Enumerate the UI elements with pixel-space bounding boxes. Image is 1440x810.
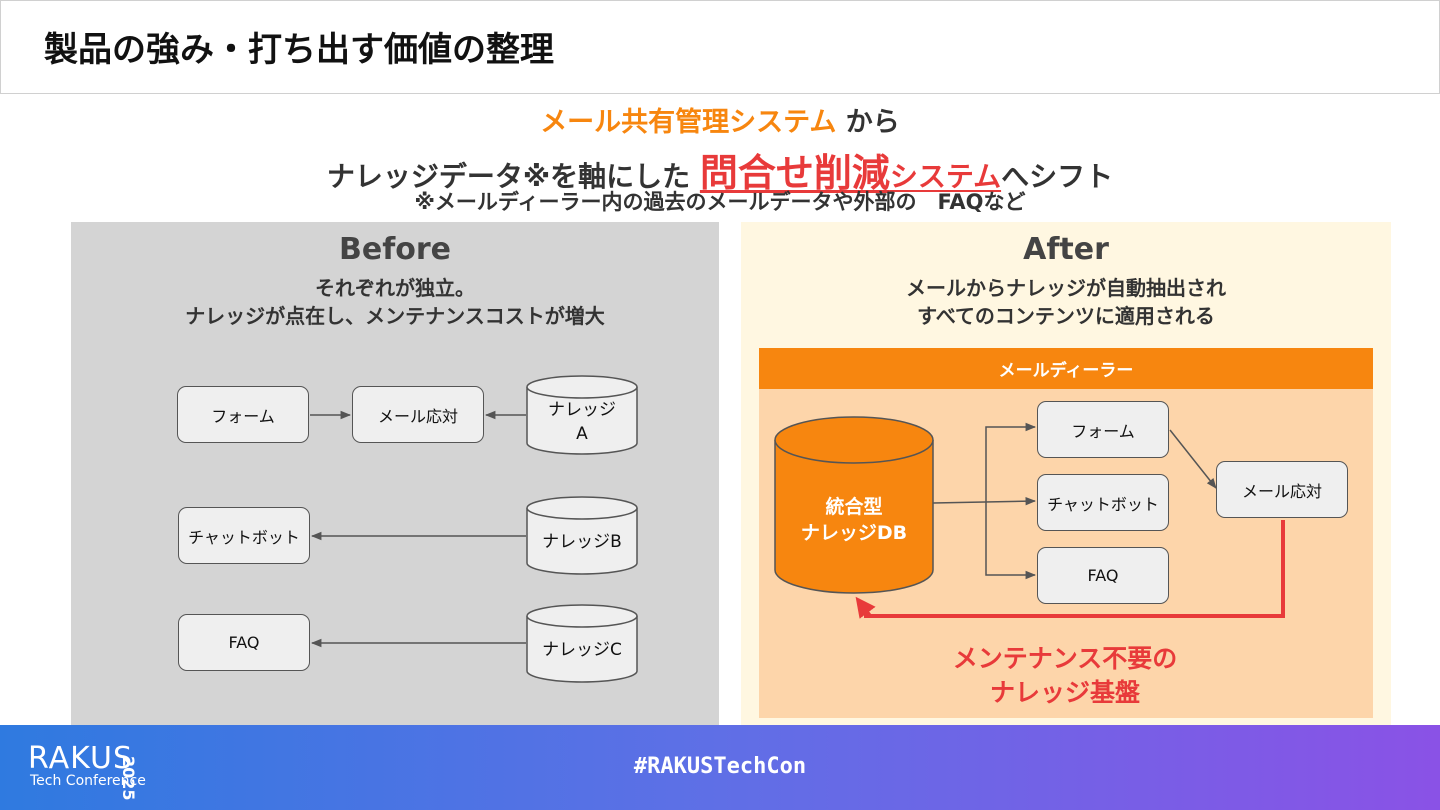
after-faq-box: FAQ — [1037, 547, 1169, 604]
after-faq-label: FAQ — [1087, 566, 1119, 585]
integrated-db-label-line1: 統合型 — [825, 496, 883, 518]
feedback-arrow-head — [855, 596, 876, 619]
after-chatbot-label: チャットボット — [1047, 494, 1159, 514]
integrated-db-label: 統合型ナレッジDB — [775, 490, 933, 550]
knowledge-c-cylinder — [526, 604, 638, 683]
before-mail-response-label: メール応対 — [377, 406, 458, 426]
headline-system: システム — [889, 160, 1002, 193]
hashtag: #RAKUSTechCon — [633, 754, 807, 779]
before-form-box: フォーム — [177, 386, 309, 443]
maintenance-label-line1: メンテナンス不要の — [952, 644, 1178, 673]
arrow-form-to-mail-after — [1169, 429, 1217, 489]
after-form-label: フォーム — [1071, 421, 1135, 441]
dealer-label: メールディーラー — [759, 348, 1373, 389]
slide-title: 製品の強み・打ち出す価値の整理 — [44, 30, 554, 70]
knowledge-b-label: ナレッジB — [542, 532, 622, 552]
knowledge-b-cylinder — [526, 496, 638, 575]
headline-line2: ナレッジデータ※を軸にした 問合せ削減システムへシフト — [0, 142, 1440, 197]
footer-bar — [0, 725, 1440, 810]
arrow-db-to-form — [985, 422, 1037, 503]
after-title: After — [1023, 232, 1109, 267]
before-subtitle-line2: ナレッジが点在し、メンテナンスコストが増大 — [185, 304, 605, 328]
before-faq-box: FAQ — [178, 614, 310, 671]
before-chatbot-label: チャットボット — [188, 527, 300, 547]
arrow-db-to-chatbot — [932, 496, 1037, 506]
knowledge-a-label-line2: A — [576, 424, 588, 444]
after-subtitle: メールからナレッジが自動抽出され すべてのコンテンツに適用される — [741, 274, 1391, 330]
before-chatbot-box: チャットボット — [178, 507, 310, 564]
title-bar — [0, 0, 1440, 94]
before-subtitle-line1: それぞれが独立。 — [315, 276, 475, 300]
after-chatbot-box: チャットボット — [1037, 474, 1169, 531]
feedback-arrow — [864, 520, 1285, 618]
before-form-label: フォーム — [211, 406, 275, 426]
rakus-logo: RAKUS — [28, 741, 134, 776]
after-mail-response-box: メール応対 — [1216, 461, 1348, 518]
maintenance-free-label: メンテナンス不要の ナレッジ基盤 — [880, 642, 1250, 710]
headline-line2-pre: ナレッジデータ※を軸にした — [326, 160, 700, 193]
before-subtitle: それぞれが独立。 ナレッジが点在し、メンテナンスコストが増大 — [71, 274, 719, 330]
knowledge-a-cylinder — [526, 375, 638, 455]
after-form-box: フォーム — [1037, 401, 1169, 458]
knowledge-a-label: ナレッジ A — [527, 398, 637, 446]
integrated-db-label-line2: ナレッジDB — [800, 522, 908, 544]
knowledge-a-label-line1: ナレッジ — [548, 400, 616, 420]
maintenance-label-line2: ナレッジ基盤 — [989, 678, 1140, 707]
before-mail-response-box: メール応対 — [352, 386, 484, 443]
arrow-db-to-faq — [985, 503, 1037, 580]
after-subtitle-line1: メールからナレッジが自動抽出され — [906, 276, 1226, 300]
after-subtitle-line2: すべてのコンテンツに適用される — [917, 304, 1215, 328]
headline-product: メール共有管理システム — [540, 107, 837, 138]
headline-line2-post: へシフト — [1001, 160, 1114, 193]
headline-note: ※メールディーラー内の過去のメールデータや外部の FAQなど — [414, 190, 1026, 214]
before-faq-label: FAQ — [228, 633, 260, 652]
headline-line1-rest: から — [836, 107, 900, 138]
after-mail-response-label: メール応対 — [1241, 481, 1322, 501]
knowledge-c-label: ナレッジC — [542, 640, 622, 660]
headline-emphasis: 問合せ削減 — [699, 151, 890, 195]
integrated-db-cylinder — [774, 416, 934, 594]
before-title: Before — [338, 232, 452, 267]
logo-subtitle: Tech Conference — [30, 773, 146, 789]
headline-line1: メール共有管理システム から — [0, 100, 1440, 139]
